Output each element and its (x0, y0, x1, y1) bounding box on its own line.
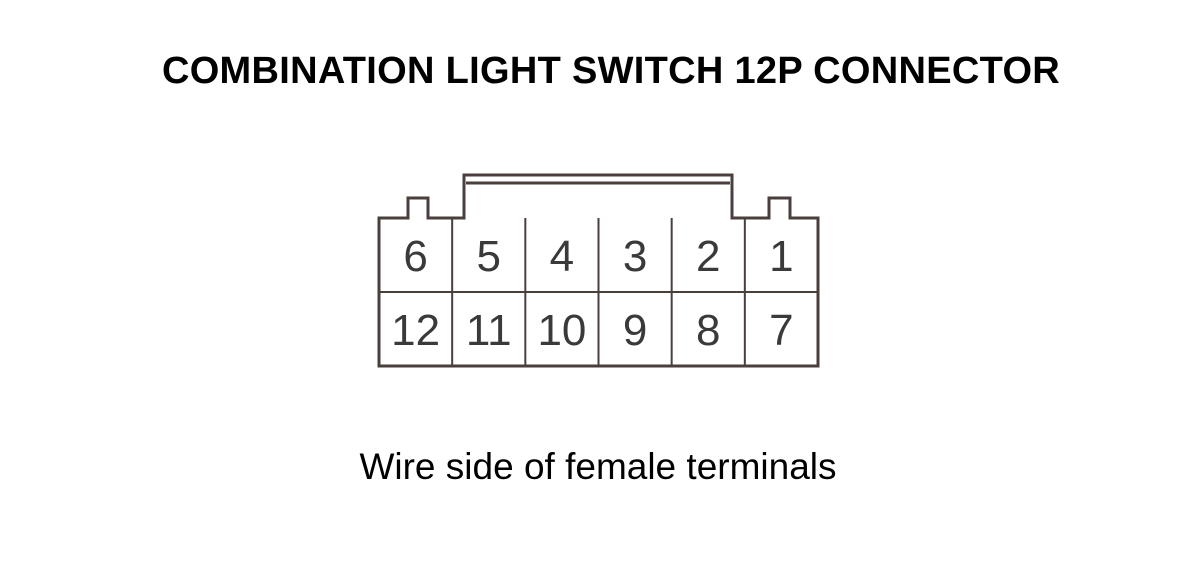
pin-label-10: 10 (537, 306, 586, 355)
diagram-title: COMBINATION LIGHT SWITCH 12P CONNECTOR (161, 50, 1061, 92)
pin-label-7: 7 (769, 306, 793, 355)
pin-label-5: 5 (477, 232, 501, 281)
pin-label-12: 12 (391, 306, 440, 355)
diagram-caption: Wire side of female terminals (359, 446, 837, 487)
pin-label-3: 3 (623, 232, 647, 281)
pin-label-6: 6 (403, 232, 427, 281)
pin-label-8: 8 (696, 306, 720, 355)
connector-housing-outline (377, 173, 820, 368)
pin-label-4: 4 (550, 232, 574, 281)
pin-label-9: 9 (623, 306, 647, 355)
pin-label-2: 2 (696, 232, 720, 281)
pin-label-11: 11 (466, 306, 512, 355)
pin-label-1: 1 (769, 232, 793, 281)
